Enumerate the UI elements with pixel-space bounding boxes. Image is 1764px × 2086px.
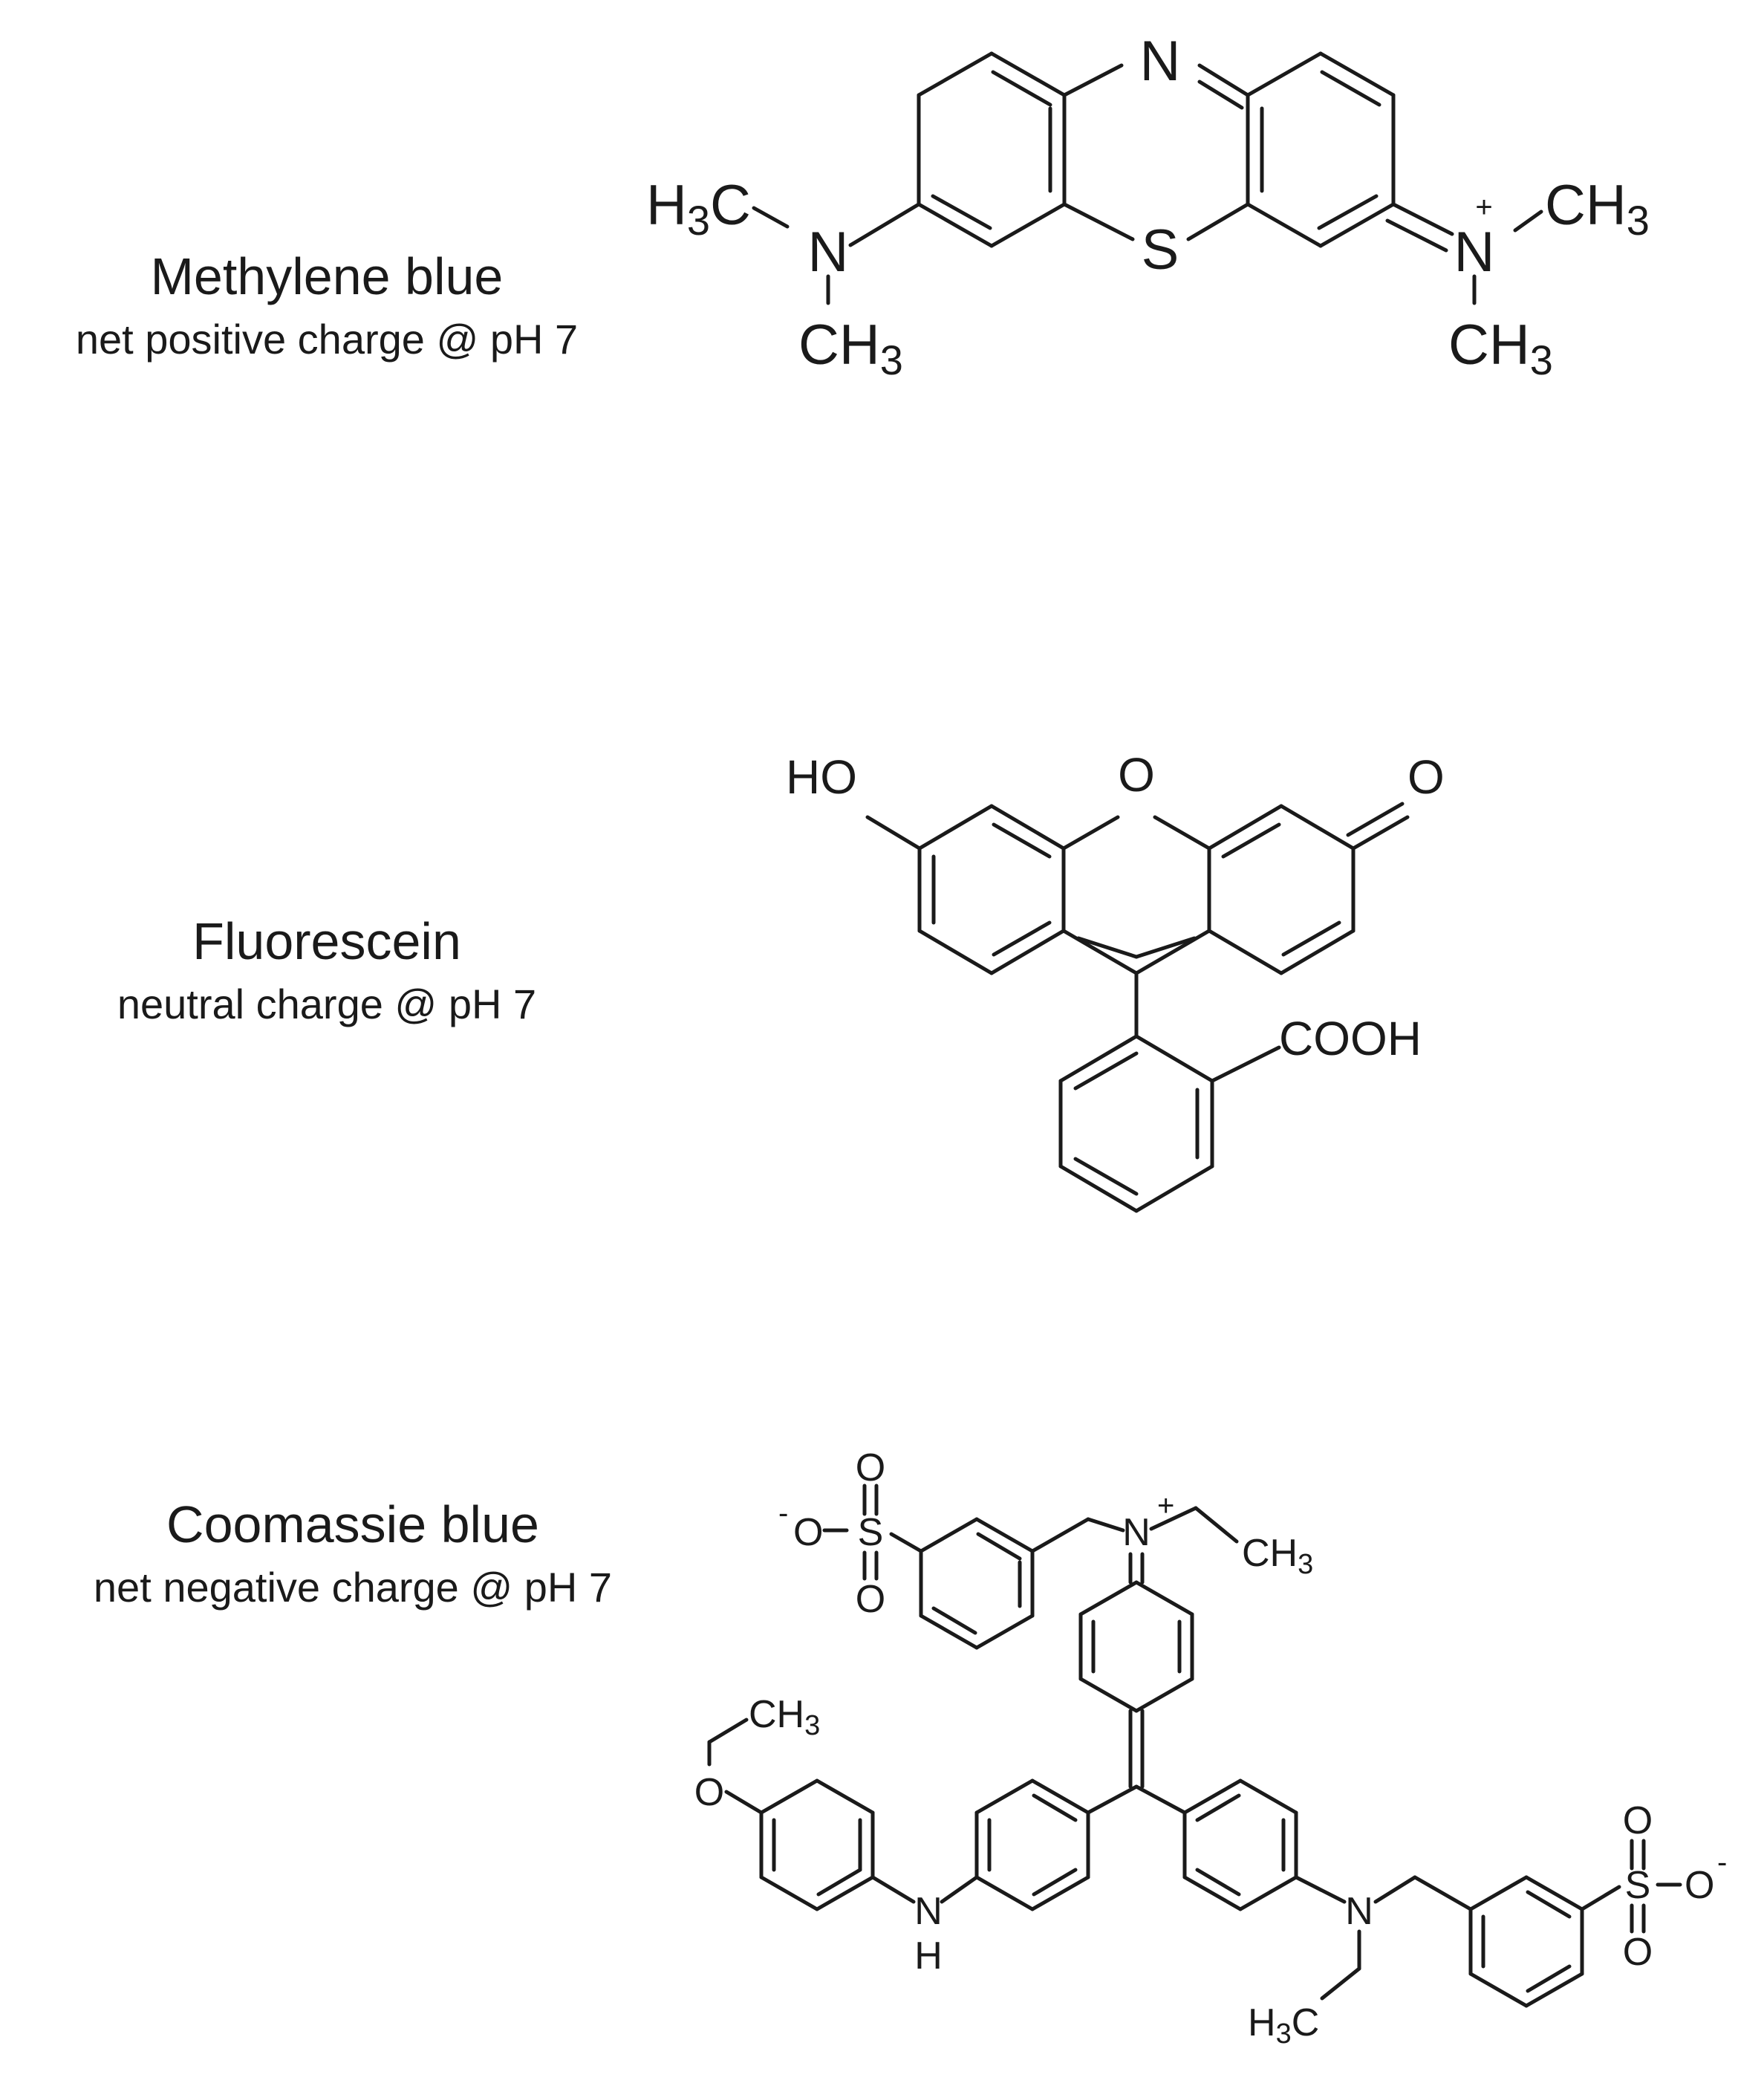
coomassie-blue-name: Coomassie blue <box>166 1495 539 1553</box>
methylene-blue-atom-n: N <box>1140 30 1181 93</box>
coomassie-ch3-top: CH3 <box>1242 1532 1313 1580</box>
fluorescein-label: Fluorescein neutral charge @ pH 7 <box>30 910 624 1030</box>
coomassie-atom-n-right: N <box>1345 1890 1373 1933</box>
methylene-blue-charge: net positive charge @ pH 7 <box>75 316 579 363</box>
methylene-blue-ch3-right: CH3 <box>1545 174 1650 244</box>
coomassie-atom-o-right: O <box>1685 1864 1714 1907</box>
coomassie-ch3-ethoxy: CH3 <box>749 1693 820 1741</box>
coomassie-atom-o-left: O <box>793 1511 823 1554</box>
coomassie-atom-o-right-bottom: O <box>1623 1931 1653 1974</box>
methylene-blue-ch3-bottom-left: CH3 <box>798 313 903 383</box>
coomassie-atom-n-plus: N <box>1122 1511 1150 1554</box>
coomassie-atom-o-ether: O <box>694 1771 724 1814</box>
fluorescein-name: Fluorescein <box>192 912 461 970</box>
methylene-blue-atom-n-right: N <box>1454 221 1495 284</box>
methylene-blue-name: Methylene blue <box>150 247 504 305</box>
methylene-blue-ch3-bottom-right: CH3 <box>1448 313 1553 383</box>
coomassie-atom-o-top: O <box>856 1446 885 1489</box>
fluorescein-ho: HO <box>786 750 857 804</box>
coomassie-atom-o-bottom: O <box>856 1578 885 1621</box>
coomassie-atom-nh-h: H <box>914 1934 943 1978</box>
coomassie-atom-s-left: S <box>858 1511 884 1554</box>
coomassie-minus-charge-left: - <box>778 1497 788 1530</box>
fluorescein-charge: neutral charge @ pH 7 <box>117 981 537 1027</box>
coomassie-atom-nh-n: N <box>914 1890 943 1933</box>
fluorescein-atom-o-bridge: O <box>1118 748 1155 802</box>
fluorescein-carbonyl-o: O <box>1407 750 1445 804</box>
coomassie-atom-o-right-top: O <box>1623 1799 1653 1842</box>
coomassie-h3c-bottom: H3C <box>1248 2001 1319 2050</box>
methylene-blue-atom-n-left: N <box>808 221 849 284</box>
fluorescein-structure: O HO O COOH <box>786 748 1445 1213</box>
coomassie-blue-label: Coomassie blue net negative charge @ pH … <box>30 1493 676 1614</box>
fluorescein-cooh: COOH <box>1279 1012 1422 1065</box>
coomassie-blue-structure: O S O O - N + CH3 <box>694 1446 1728 2050</box>
methylene-blue-atom-s: S <box>1142 218 1179 282</box>
coomassie-blue-charge: net negative charge @ pH 7 <box>93 1564 613 1611</box>
coomassie-plus-charge: + <box>1157 1489 1174 1522</box>
methylene-blue-plus-charge: + <box>1475 191 1492 224</box>
coomassie-minus-charge-right: - <box>1717 1846 1727 1879</box>
methylene-blue-label: Methylene blue net positive charge @ pH … <box>15 245 639 365</box>
methylene-blue-structure: N S N H3C CH3 N + CH3 CH3 <box>646 30 1650 383</box>
methylene-blue-h3c: H3C <box>646 174 751 244</box>
coomassie-atom-s-right: S <box>1625 1864 1651 1907</box>
